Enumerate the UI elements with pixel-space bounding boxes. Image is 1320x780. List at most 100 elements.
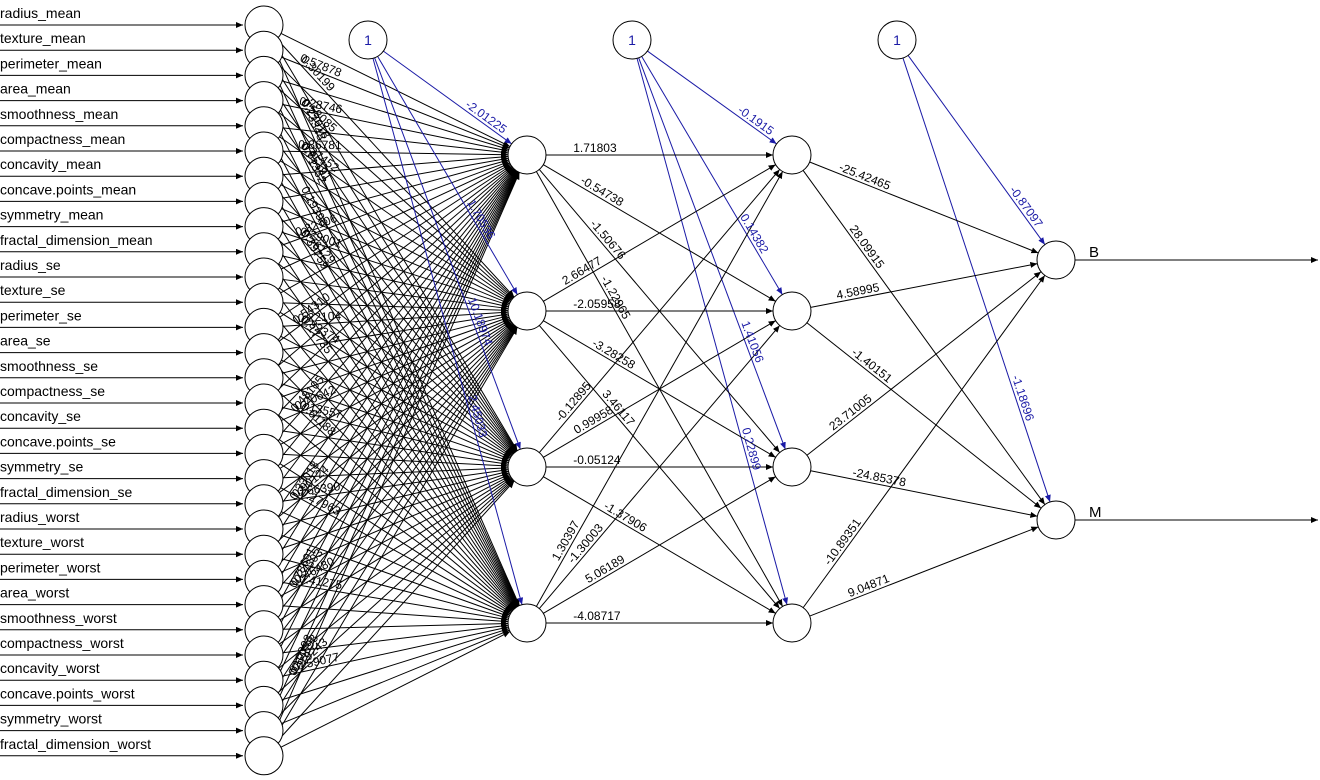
input-label: concave.points_worst [0,685,135,701]
input-to-hidden1-edge [279,321,512,493]
input-to-hidden1-edge [276,365,515,610]
input-label: perimeter_mean [0,55,102,71]
input-to-hidden1-edge [280,32,511,148]
bias-node [877,20,917,60]
bias-edge [647,50,777,145]
input-to-hidden1-edge [271,172,520,739]
input-to-hidden1-edge [272,171,519,614]
input-to-hidden1-edge [281,231,510,306]
input-to-hidden1-edge [282,314,509,374]
hidden2-weight-label: 23.71005 [826,391,874,433]
bias-weight-label: 0.22899 [739,426,764,472]
input-label: concave.points_mean [0,181,136,197]
input-to-hidden1-edge [280,163,511,294]
hidden1-weight-label: 1.71803 [573,141,617,155]
input-to-hidden1-edge [273,192,518,607]
input-label: area_se [0,333,51,349]
hidden2-to-output-edge [806,271,1042,456]
input-label: smoothness_worst [0,610,117,626]
bias-weight-label: 0.14382 [737,211,771,256]
bias-edge [641,56,783,295]
input-to-hidden1-edge [278,439,513,613]
bias-edge [907,55,1046,245]
input-to-hidden1-edge [281,208,510,305]
hidden2-weight-label: -1.40151 [849,345,895,386]
input-to-hidden1-edge [280,335,511,459]
input-to-hidden1-edge [277,480,514,718]
bias-edge [383,50,512,145]
input-label: compactness_se [0,383,105,399]
input-to-hidden1-edge [281,161,510,246]
input-to-hidden1-edge [280,475,511,597]
hidden1-to-hidden2-edge [538,325,781,609]
input-label: perimeter_worst [0,559,100,575]
bias-edge [372,58,524,605]
hidden1-weight-label: 5.06189 [583,552,628,586]
input-label: texture_se [0,282,66,298]
input-to-hidden1-edge [272,171,519,639]
input-label: radius_mean [0,5,81,21]
hidden2-node [772,603,812,643]
input-to-hidden1-edge [275,325,516,616]
bias-edge [638,57,786,450]
input-to-hidden1-edge [280,184,511,303]
input-to-hidden1-edge [281,318,510,421]
input-to-hidden1-edge [282,158,509,223]
input-label: fractal_dimension_se [0,484,133,500]
hidden2-to-output-edge [802,275,1046,608]
hidden2-node [772,447,812,487]
input-to-hidden1-edge [272,171,519,664]
hidden1-node [507,447,547,487]
input-to-hidden1-edge [274,90,517,452]
hidden2-to-output-edge [810,470,1038,518]
input-to-hidden1-edge [282,103,509,153]
input-to-hidden1-edge [273,171,518,589]
input-label: compactness_worst [0,635,124,651]
hidden1-to-hidden2-edge [543,164,776,302]
input-to-hidden1-edge [276,341,515,610]
bias-weight-label: 1.41056 [738,319,766,365]
label-layer: radius_meantexture_meanperimeter_meanare… [0,5,1102,752]
input-to-hidden1-edge [277,390,514,611]
input-to-hidden1-edge [278,414,513,612]
input-to-hidden1-edge [279,287,512,457]
input-weight-label: 0.22104 [297,309,341,326]
input-label: fractal_dimension_worst [0,736,151,752]
input-to-hidden1-edge [279,463,512,614]
hidden2-weight-label: 28.09915 [847,222,888,271]
input-to-hidden1-edge [275,165,516,453]
edge-layer [0,22,1318,759]
input-to-hidden1-edge [276,168,515,440]
bias-weight-label: 2.45033 [465,393,490,439]
input-label: smoothness_mean [0,106,118,122]
hidden1-weight-label: -4.08717 [573,609,621,623]
input-to-hidden1-edge [273,326,518,715]
input-to-hidden1-edge [281,316,510,398]
hidden2-weight-label: -10.89351 [821,516,864,568]
input-to-hidden1-edge [279,160,512,302]
hidden1-weight-label: 2.66477 [559,253,604,287]
input-to-hidden1-edge [281,629,510,724]
input-to-hidden1-edge [275,325,516,641]
input-label: concavity_worst [0,660,100,676]
hidden2-to-output-edge [809,526,1039,617]
input-to-hidden1-edge [272,167,519,607]
input-to-hidden1-edge [278,478,513,669]
input-to-hidden1-edge [281,474,510,573]
input-to-hidden1-edge [276,168,515,415]
input-to-hidden1-edge [278,166,513,342]
hidden1-weight-label: -1.37906 [601,499,649,535]
input-label: symmetry_worst [0,711,102,727]
input-to-hidden1-edge [282,467,509,502]
input-to-hidden1-edge [271,171,520,689]
bias-edge [636,58,789,605]
input-to-hidden1-edge [276,324,515,591]
bias-edge [377,56,518,295]
input-to-hidden1-edge [275,316,516,609]
output-label: M [1089,504,1102,521]
input-to-hidden1-edge [282,465,509,479]
hidden1-to-hidden2-edge [535,171,784,607]
input-to-hidden1-edge [282,625,509,677]
input-to-hidden1-edge [271,172,520,714]
input-to-hidden1-edge [280,631,511,748]
